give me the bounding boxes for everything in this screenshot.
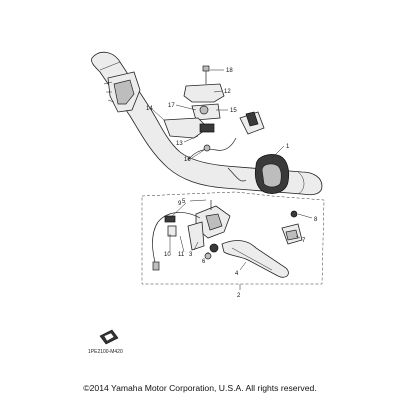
reference-book-icon (99, 329, 119, 345)
part-label: 9 (178, 201, 182, 207)
leader-lines (151, 69, 313, 290)
part-label: 2 (237, 293, 241, 299)
part-label: 8 (314, 217, 318, 223)
part-label: 12 (224, 89, 231, 95)
handlebar-switch (254, 154, 290, 194)
drawing-code: 1PE2100-M420 (88, 349, 123, 355)
part-label: 11 (178, 252, 185, 258)
part-label: 17 (168, 103, 175, 109)
lever-holder (187, 200, 231, 253)
clutch-lever (221, 240, 289, 278)
part-label: 14 (146, 106, 153, 112)
part-label: 5 (182, 199, 186, 205)
left-grip-holder (103, 71, 141, 113)
wire-harness (187, 111, 265, 182)
part-label: 7 (302, 238, 306, 244)
part-label: 16 (184, 157, 191, 163)
part-label: 3 (189, 252, 193, 258)
copyright-notice: ©2014 Yamaha Motor Corporation, U.S.A. A… (83, 383, 317, 393)
part-label: 1 (286, 144, 290, 150)
part-label: 4 (235, 271, 239, 277)
handlebar-holder (163, 65, 225, 152)
handlebar (91, 51, 323, 196)
part-label: 18 (226, 68, 233, 74)
part-label: 15 (230, 108, 237, 114)
part-label: 13 (176, 141, 183, 147)
part-labels: 1 2 3 4 5 6 7 8 9 10 11 12 13 14 15 16 1… (146, 68, 318, 299)
lever-bracket (281, 210, 303, 245)
clutch-cable (152, 212, 201, 271)
part-label: 6 (202, 259, 206, 265)
lever-assembly-box (141, 191, 325, 285)
part-label: 10 (164, 252, 171, 258)
